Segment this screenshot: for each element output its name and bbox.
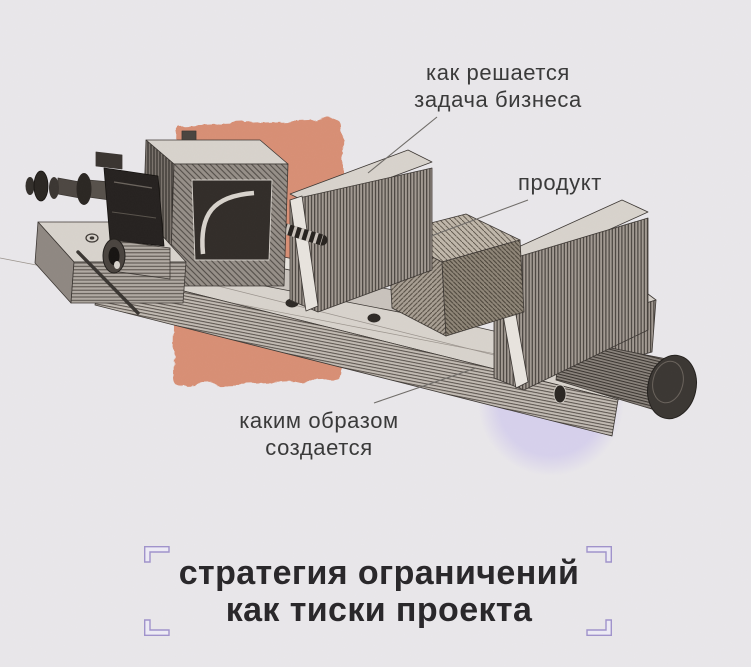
page-title: стратегия ограничений как тиски проекта [179, 555, 580, 629]
annotation-line: как решается [426, 60, 570, 85]
corner-bracket-top-right [586, 546, 612, 563]
title-line-2: как тиски проекта [225, 591, 533, 629]
title-line-1: стратегия ограничений [178, 554, 580, 592]
corner-bracket-bottom-left [144, 619, 170, 636]
annotation-creation-method: каким образом создается [198, 407, 440, 461]
annotation-line: каким образом [239, 408, 399, 433]
annotation-line: задача бизнеса [414, 87, 582, 112]
annotation-line: создается [265, 435, 373, 460]
annotation-line: продукт [518, 170, 602, 195]
annotation-product: продукт [460, 169, 660, 196]
corner-bracket-top-left [144, 546, 170, 563]
annotation-business-task: как решается задача бизнеса [357, 59, 639, 113]
corner-bracket-bottom-right [586, 619, 612, 636]
title-block: стратегия ограничений как тиски проекта [138, 542, 620, 642]
